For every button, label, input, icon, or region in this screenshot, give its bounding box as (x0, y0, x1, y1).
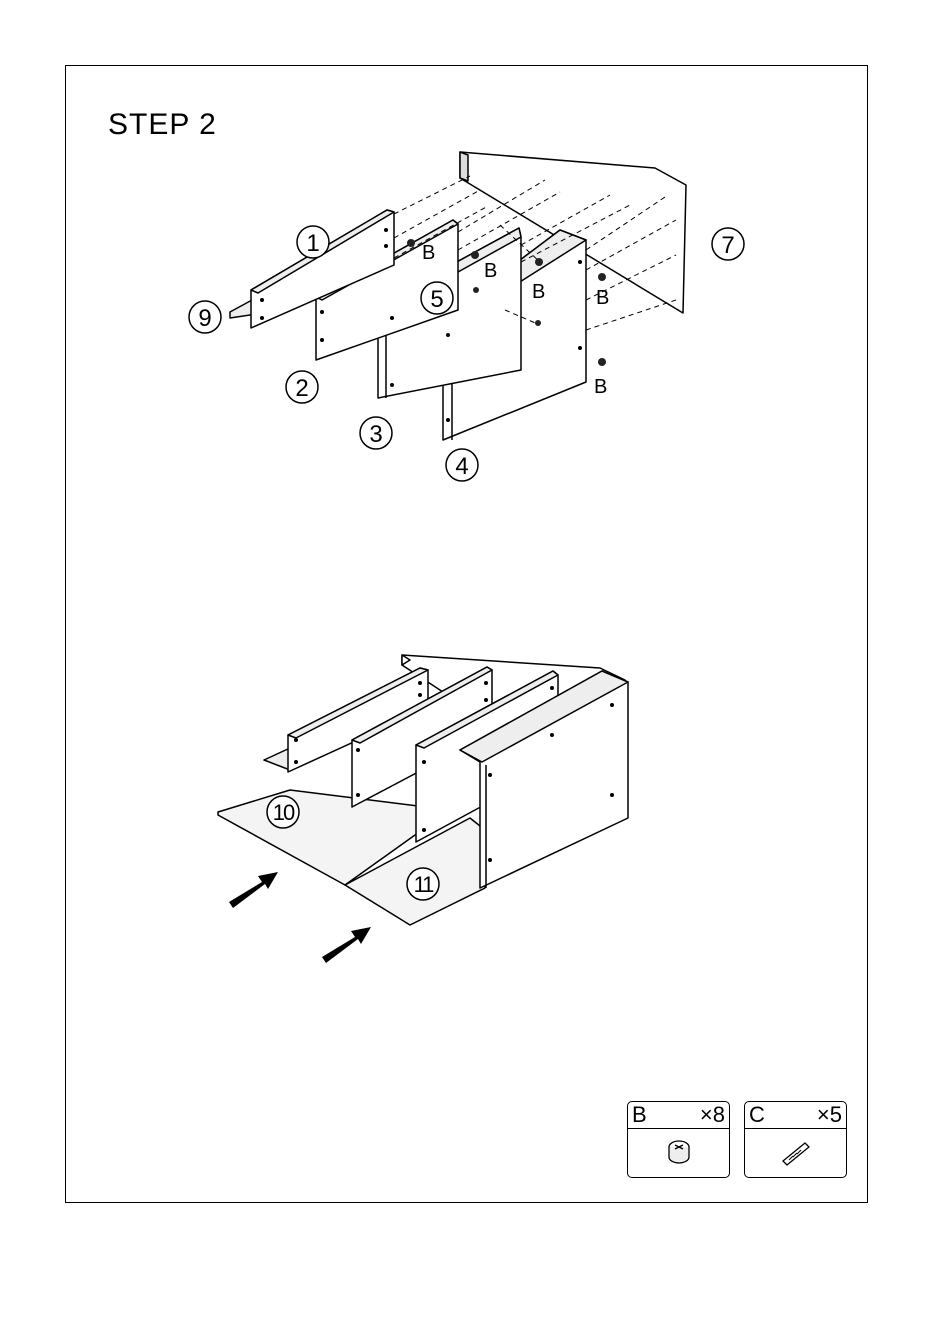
callout-9: 9 (198, 305, 211, 332)
callout-3: 3 (369, 421, 382, 448)
part-quantity: ×5 (817, 1102, 842, 1128)
label-b-3: B (532, 281, 545, 303)
part-code: B (632, 1102, 647, 1128)
callout-7: 7 (721, 232, 734, 259)
callout-5: 5 (430, 286, 443, 313)
dowel-icon (745, 1129, 846, 1177)
part-code: C (749, 1102, 765, 1128)
callout-2: 2 (295, 375, 308, 402)
callout-10: 10 (273, 800, 295, 825)
cam-lock-icon (628, 1129, 729, 1177)
callout-4: 4 (455, 453, 468, 480)
part-quantity: ×8 (700, 1102, 725, 1128)
label-b-4: B (596, 287, 609, 309)
label-b-1: B (422, 242, 435, 264)
label-b-5: B (594, 376, 607, 398)
parts-box-c: C ×5 (744, 1101, 847, 1178)
callout-1: 1 (306, 230, 319, 257)
label-b-2: B (484, 260, 497, 282)
callout-11: 11 (414, 872, 435, 897)
parts-box-b: B ×8 (627, 1101, 730, 1178)
